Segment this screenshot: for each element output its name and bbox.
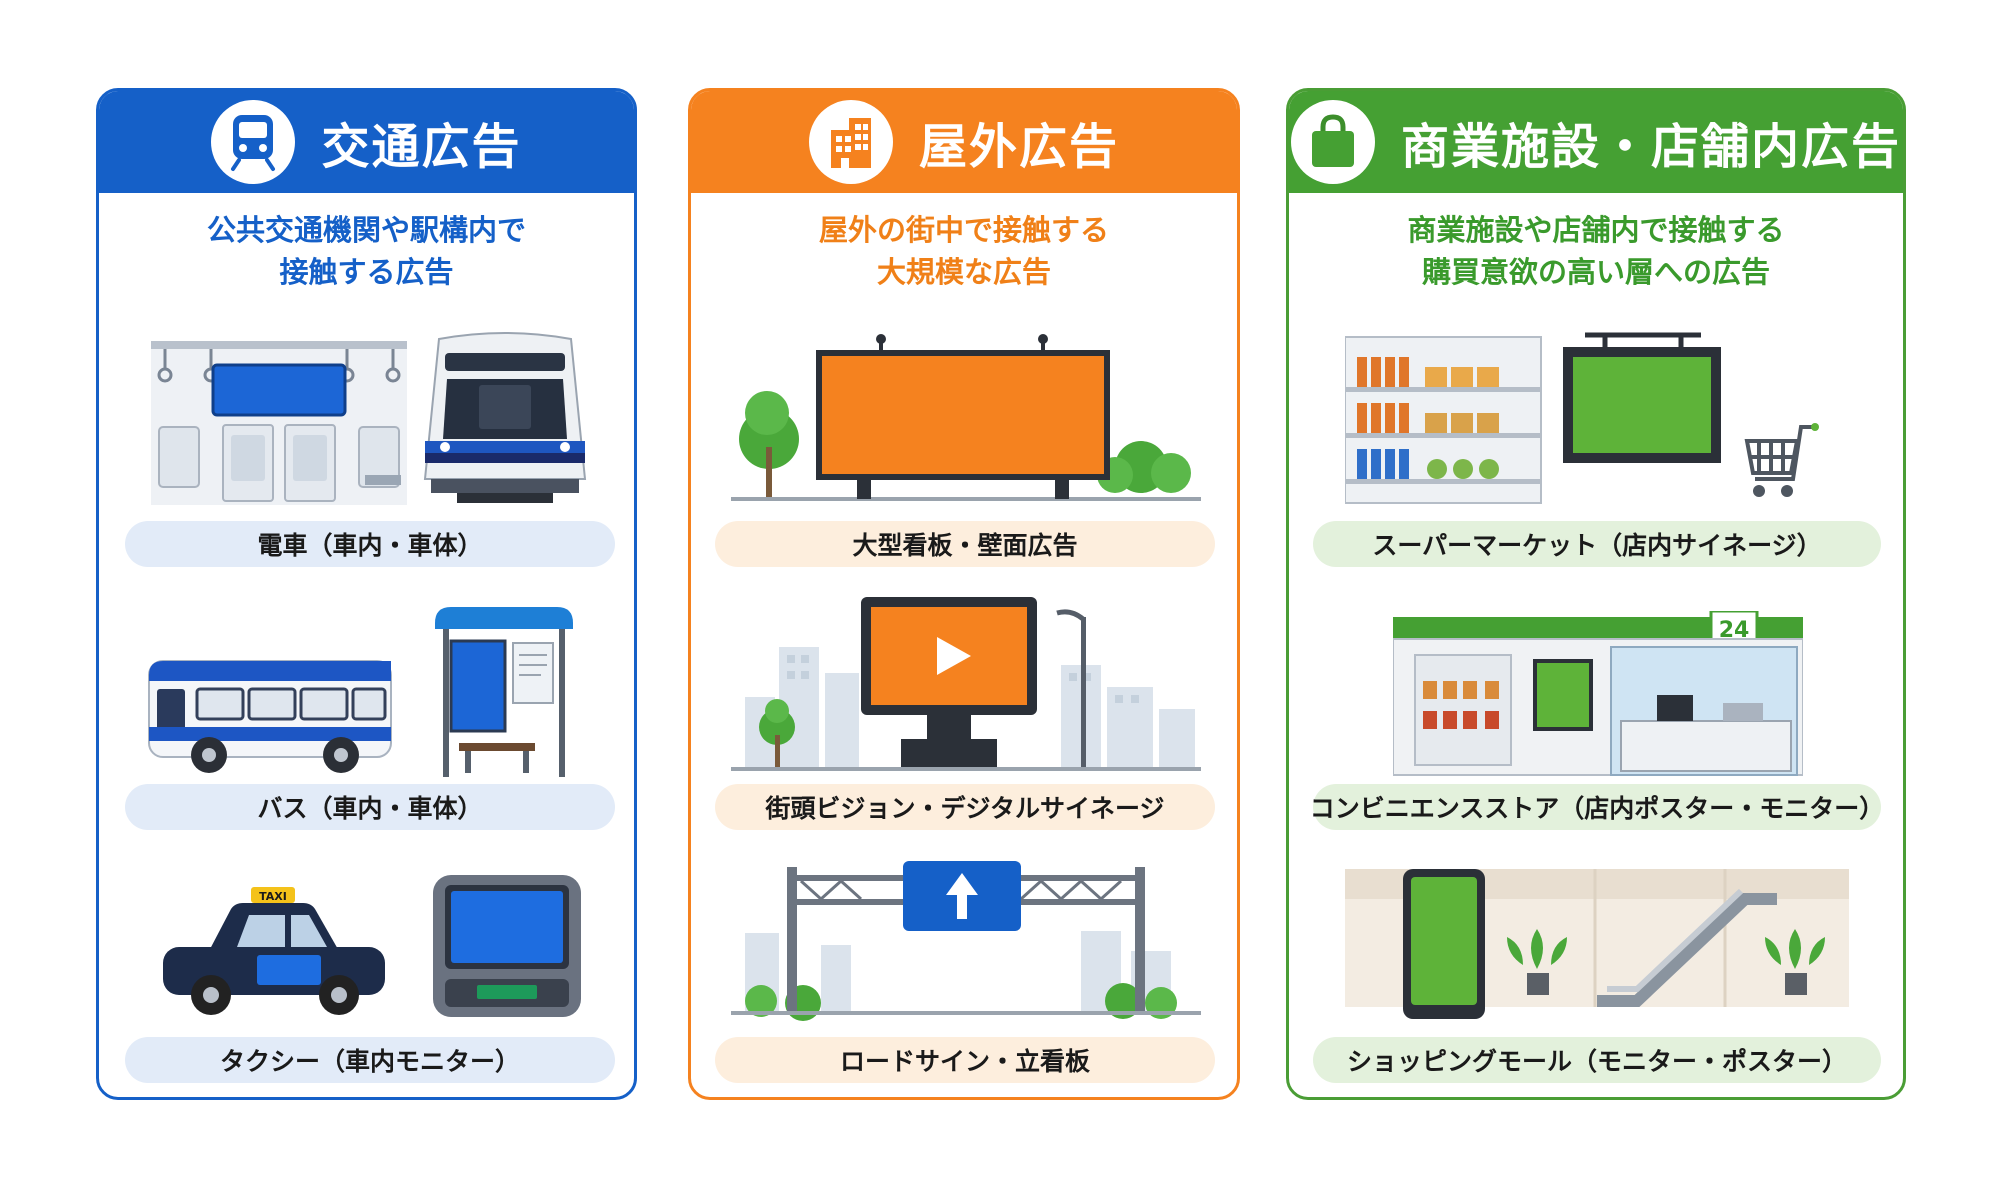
train-interior-illustration — [151, 341, 407, 505]
item-bus: バス（車内・車体） — [125, 784, 615, 830]
train-icon — [211, 100, 296, 184]
panel-header: 屋外広告 — [691, 91, 1237, 193]
item-train: 電車（車内・車体） — [125, 521, 615, 567]
item-convenience-store: コンビニエンスストア（店内ポスター・モニター） — [1310, 784, 1884, 830]
panel-title: 商業施設・店舗内広告 — [1400, 119, 1901, 175]
item-taxi: タクシー（車内モニター） — [125, 1037, 615, 1083]
taxi-sign-text: TAXI — [259, 890, 287, 903]
outdoor-ads-panel: 屋外広告 屋外の街中で接触する 大規模な広告 大型看板・壁面広告 — [688, 88, 1240, 1100]
panel-title: 屋外広告 — [918, 119, 1119, 175]
taxi-monitor-illustration — [433, 875, 581, 1017]
item-street-vision: 街頭ビジョン・デジタルサイネージ — [715, 784, 1215, 830]
train-exterior-illustration — [423, 332, 587, 503]
panel-description: 屋外の街中で接触する 大規模な広告 — [818, 213, 1109, 289]
panel-description: 商業施設や店舗内で接触する 購買意欲の高い層への広告 — [1407, 213, 1785, 289]
billboard-illustration — [731, 334, 1201, 501]
item-supermarket: スーパーマーケット（店内サイネージ） — [1313, 521, 1881, 567]
panel-title: 交通広告 — [321, 119, 522, 175]
shopping-bag-icon — [1290, 100, 1375, 184]
bus-stop-illustration — [435, 607, 573, 777]
street-vision-illustration — [731, 597, 1201, 771]
building-icon — [808, 100, 893, 184]
panel-header: 商業施設・店舗内広告 — [1289, 91, 1903, 193]
transport-ads-panel: 交通広告 公共交通機関や駅構内で 接触する広告 電車（車内 — [96, 88, 637, 1100]
taxi-illustration: TAXI — [163, 887, 385, 1015]
item-road-sign: ロードサイン・立看板 — [715, 1037, 1215, 1083]
convenience-store-illustration: 24 — [1393, 611, 1803, 776]
road-sign-illustration — [731, 861, 1201, 1021]
supermarket-illustration — [1345, 332, 1819, 504]
item-shopping-mall: ショッピングモール（モニター・ポスター） — [1313, 1037, 1881, 1083]
item-billboard: 大型看板・壁面広告 — [715, 521, 1215, 567]
commercial-ads-panel: 商業施設・店舗内広告 商業施設や店舗内で接触する 購買意欲の高い層への広告 スー… — [1286, 88, 1906, 1100]
panel-description: 公共交通機関や駅構内で 接触する広告 — [206, 213, 526, 289]
panel-header: 交通広告 — [99, 91, 634, 193]
bus-illustration — [148, 660, 392, 773]
shopping-mall-illustration — [1345, 869, 1849, 1019]
